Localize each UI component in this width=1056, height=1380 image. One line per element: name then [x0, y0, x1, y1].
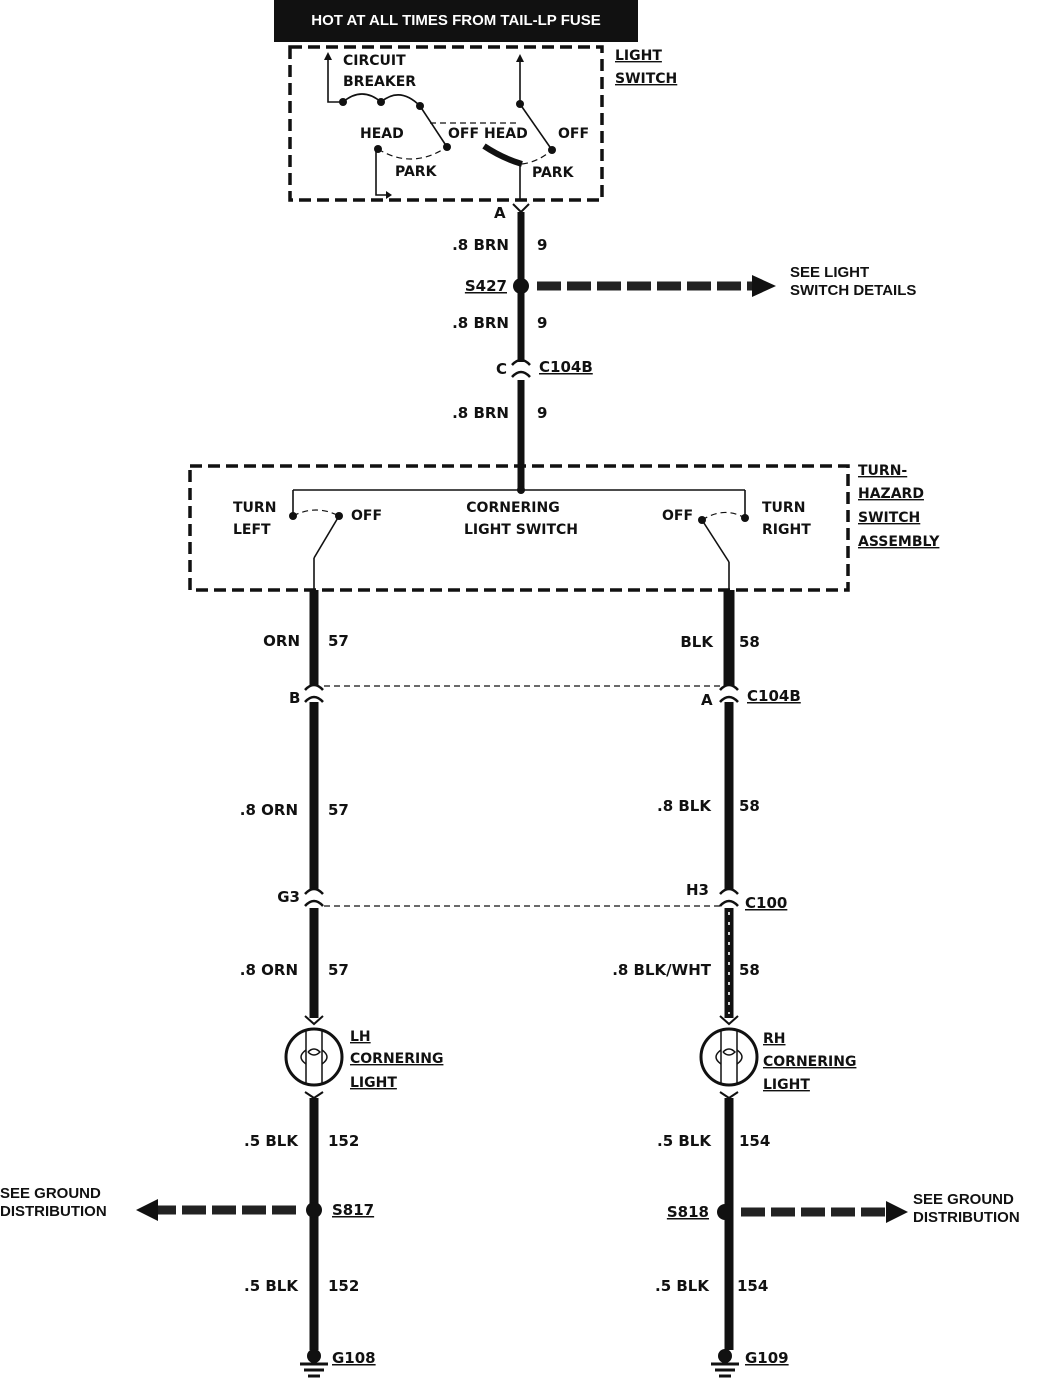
right-seg4-circuit: 154 — [739, 1132, 770, 1150]
light-switch-title-2: SWITCH — [615, 71, 677, 87]
see-ground-left-2: DISTRIBUTION — [0, 1203, 107, 1220]
cornering-switch-label-2: LIGHT SWITCH — [464, 522, 578, 538]
wire-blk-154 — [719, 1091, 739, 1350]
right-conn2-name: C100 — [745, 894, 787, 912]
see-light-switch-arrow — [537, 275, 776, 297]
circuit-breaker-label-2: BREAKER — [343, 74, 416, 90]
ground-g109-symbol — [711, 1349, 739, 1378]
splice-s817 — [306, 1202, 322, 1218]
off-right-label: OFF — [558, 126, 589, 142]
head-park-switch-right — [482, 54, 556, 200]
rh-lamp-label-2: CORNERING — [763, 1054, 856, 1070]
right-seg5-circuit: 154 — [737, 1277, 768, 1295]
cornering-switch-label-1: CORNERING — [466, 500, 559, 516]
terminal-a-label: A — [494, 204, 506, 222]
turn-right-label-2: RIGHT — [762, 522, 811, 538]
left-seg4-circuit: 152 — [328, 1132, 359, 1150]
right-seg2-gauge: .8 BLK — [657, 797, 712, 815]
park-left-label: PARK — [395, 164, 438, 180]
left-seg2-gauge: .8 ORN — [240, 801, 298, 819]
splice-s817-label: S817 — [332, 1201, 374, 1219]
see-light-switch-label-2: SWITCH DETAILS — [790, 282, 916, 299]
rh-lamp-label-1: RH — [763, 1031, 786, 1047]
splice-s818 — [717, 1204, 733, 1220]
left-seg5-gauge: .5 BLK — [244, 1277, 299, 1295]
turn-left-label-2: LEFT — [233, 522, 271, 538]
park-right-label: PARK — [532, 165, 575, 181]
turn-hazard-title-3: SWITCH — [858, 510, 920, 526]
left-seg1-gauge: ORN — [263, 632, 300, 650]
lh-lamp-label-3: LIGHT — [350, 1075, 397, 1091]
off-turn-left-label: OFF — [351, 508, 382, 524]
off-turn-right-label: OFF — [662, 508, 693, 524]
wire-blk-58 — [719, 590, 739, 1026]
left-seg5-circuit: 152 — [328, 1277, 359, 1295]
wire-top-seg3-gauge: .8 BRN — [452, 404, 509, 422]
left-conn1-pin: B — [289, 689, 300, 707]
wire-top-seg3-circuit: 9 — [537, 404, 547, 422]
off-left-label: OFF — [448, 126, 479, 142]
cornering-light-switch — [289, 486, 749, 590]
left-seg1-circuit: 57 — [328, 632, 349, 650]
turn-left-label-1: TURN — [233, 500, 276, 516]
wire-top-seg2-circuit: 9 — [537, 314, 547, 332]
turn-hazard-title-4: ASSEMBLY — [858, 534, 940, 550]
light-switch-box — [288, 45, 604, 202]
right-seg1-circuit: 58 — [739, 633, 760, 651]
right-seg3-gauge: .8 BLK/WHT — [612, 961, 712, 979]
wire-top-seg2-gauge: .8 BRN — [452, 314, 509, 332]
rh-lamp-label-3: LIGHT — [763, 1077, 810, 1093]
wire-blk-152 — [304, 1091, 324, 1350]
turn-right-label-1: TURN — [762, 500, 805, 516]
right-seg1-gauge: BLK — [680, 633, 714, 651]
left-seg4-gauge: .5 BLK — [244, 1132, 299, 1150]
rh-cornering-lamp — [699, 1027, 759, 1087]
lh-cornering-lamp — [284, 1027, 344, 1087]
turn-hazard-title-2: HAZARD — [858, 486, 924, 502]
left-seg3-circuit: 57 — [328, 961, 349, 979]
right-conn1-name: C104B — [747, 687, 801, 705]
wire-top-seg1-gauge: .8 BRN — [452, 236, 509, 254]
lh-lamp-label-2: CORNERING — [350, 1051, 443, 1067]
right-conn1-pin: A — [701, 691, 713, 709]
see-ground-arrow-left — [136, 1199, 298, 1221]
left-seg2-circuit: 57 — [328, 801, 349, 819]
right-conn2-pin: H3 — [686, 881, 709, 899]
wire-top-seg1-circuit: 9 — [537, 236, 547, 254]
header-box — [274, 0, 638, 42]
wire-brn-9 — [511, 203, 531, 490]
see-ground-right-2: DISTRIBUTION — [913, 1209, 1020, 1226]
see-light-switch-label-1: SEE LIGHT — [790, 264, 869, 281]
circuit-breaker-label-1: CIRCUIT — [343, 53, 406, 69]
circuit-breaker — [324, 52, 520, 148]
head-left-label: HEAD — [360, 126, 404, 142]
ground-g108-symbol — [300, 1349, 328, 1378]
turn-hazard-box — [188, 464, 850, 592]
header-text: HOT AT ALL TIMES FROM TAIL-LP FUSE — [311, 12, 600, 29]
ground-g108-label: G108 — [332, 1349, 376, 1367]
connector-c104b-top: C104B — [539, 358, 593, 376]
see-ground-right-1: SEE GROUND — [913, 1191, 1014, 1208]
right-seg3-circuit: 58 — [739, 961, 760, 979]
turn-hazard-title-1: TURN- — [858, 463, 907, 479]
right-seg2-circuit: 58 — [739, 797, 760, 815]
wire-orn-57 — [304, 590, 324, 1026]
splice-s818-label: S818 — [667, 1203, 709, 1221]
left-seg3-gauge: .8 ORN — [240, 961, 298, 979]
right-seg5-gauge: .5 BLK — [655, 1277, 710, 1295]
see-ground-arrow-right — [741, 1201, 908, 1223]
right-seg4-gauge: .5 BLK — [657, 1132, 712, 1150]
splice-s427-label: S427 — [465, 277, 507, 295]
connector-c-pin: C — [496, 360, 507, 378]
light-switch-title-1: LIGHT — [615, 48, 662, 64]
head-park-switch-left — [374, 143, 451, 199]
lh-lamp-label-1: LH — [350, 1029, 371, 1045]
ground-g109-label: G109 — [745, 1349, 789, 1367]
head-right-label: HEAD — [484, 126, 528, 142]
splice-s427 — [513, 278, 529, 294]
see-ground-left-1: SEE GROUND — [0, 1185, 101, 1202]
left-conn2-pin: G3 — [277, 888, 300, 906]
